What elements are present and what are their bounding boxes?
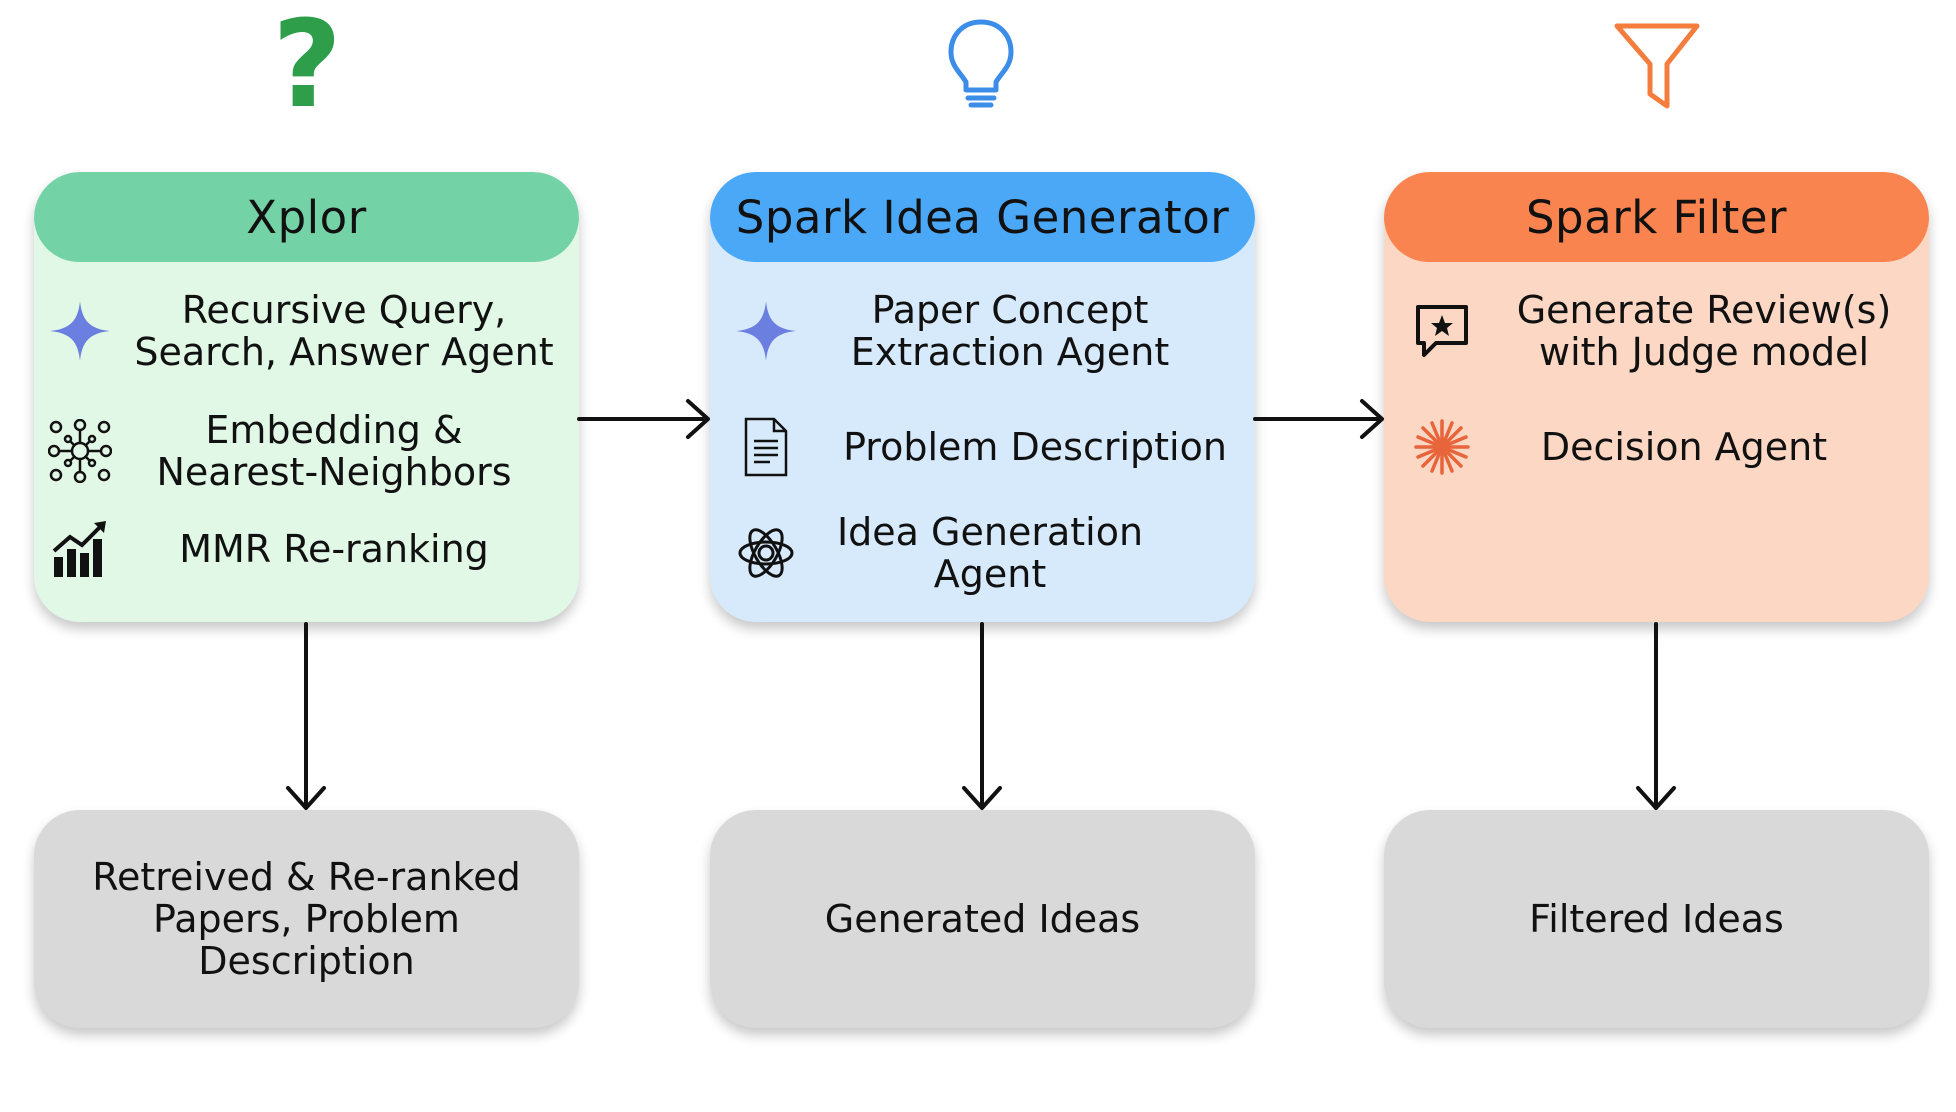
filter-item-decision-agent: Decision Agent: [1384, 412, 1929, 482]
filter-item-generate-reviews: Generate Review(s) with Judge model: [1384, 284, 1929, 378]
filter-output-box: Filtered Ideas: [1384, 810, 1929, 1028]
generator-item-label: Idea Generation Agent: [836, 510, 1144, 596]
sparkle-icon: [734, 299, 798, 363]
xplor-output-label: Retreived & Re-ranked Papers, Problem De…: [92, 855, 521, 983]
spark-idea-generator-panel: Spark Idea Generator Paper Concept Extra…: [710, 172, 1255, 622]
starburst-icon: [1410, 415, 1474, 479]
xplor-item-query-agent: Recursive Query, Search, Answer Agent: [34, 284, 579, 378]
xplor-panel: Xplor Recursive Query, Search, Answer Ag…: [34, 172, 579, 622]
xplor-title: Xplor: [246, 190, 367, 244]
filter-item-label: Generate Review(s) with Judge model: [1516, 288, 1892, 374]
growth-chart-icon: [48, 517, 112, 581]
filter-output-label: Filtered Ideas: [1529, 897, 1784, 941]
spark-idea-generator-title: Spark Idea Generator: [735, 190, 1230, 244]
spark-filter-header: Spark Filter: [1384, 172, 1929, 262]
funnel-icon: [1612, 14, 1702, 114]
generator-item-concept-extraction: Paper Concept Extraction Agent: [710, 284, 1255, 378]
xplor-item-label: Embedding & Nearest-Neighbors: [156, 408, 512, 494]
filter-item-label: Decision Agent: [1540, 425, 1828, 469]
generator-item-problem-description: Problem Description: [710, 412, 1255, 482]
generator-item-idea-generation: Idea Generation Agent: [710, 506, 1255, 600]
xplor-item-label: Recursive Query, Search, Answer Agent: [134, 288, 554, 374]
xplor-item-embedding: Embedding & Nearest-Neighbors: [34, 404, 579, 498]
arrow-filter-down: [1636, 622, 1676, 810]
generator-item-label: Paper Concept Extraction Agent: [850, 288, 1170, 374]
openai-logo-icon: [734, 521, 798, 585]
xplor-item-label: MMR Re-ranking: [179, 527, 489, 571]
spark-filter-panel: Spark Filter Generate Review(s) with Jud…: [1384, 172, 1929, 622]
xplor-output-box: Retreived & Re-ranked Papers, Problem De…: [34, 810, 579, 1028]
spark-filter-title: Spark Filter: [1525, 190, 1787, 244]
arrow-xplor-down: [286, 622, 326, 810]
arrow-generator-down: [962, 622, 1002, 810]
svg-text:?: ?: [272, 14, 342, 114]
review-bubble-icon: [1410, 299, 1474, 363]
xplor-header: Xplor: [34, 172, 579, 262]
question-mark-icon: ?: [262, 0, 352, 135]
sparkle-icon: [48, 299, 112, 363]
spark-idea-generator-header: Spark Idea Generator: [710, 172, 1255, 262]
lightbulb-icon: [936, 14, 1026, 114]
document-icon: [734, 415, 798, 479]
arrow-xplor-to-generator: [577, 399, 710, 439]
network-icon: [48, 419, 112, 483]
xplor-item-mmr: MMR Re-ranking: [34, 514, 579, 584]
generator-output-label: Generated Ideas: [824, 897, 1141, 941]
generator-output-box: Generated Ideas: [710, 810, 1255, 1028]
arrow-generator-to-filter: [1253, 399, 1384, 439]
generator-item-label: Problem Description: [843, 425, 1227, 469]
